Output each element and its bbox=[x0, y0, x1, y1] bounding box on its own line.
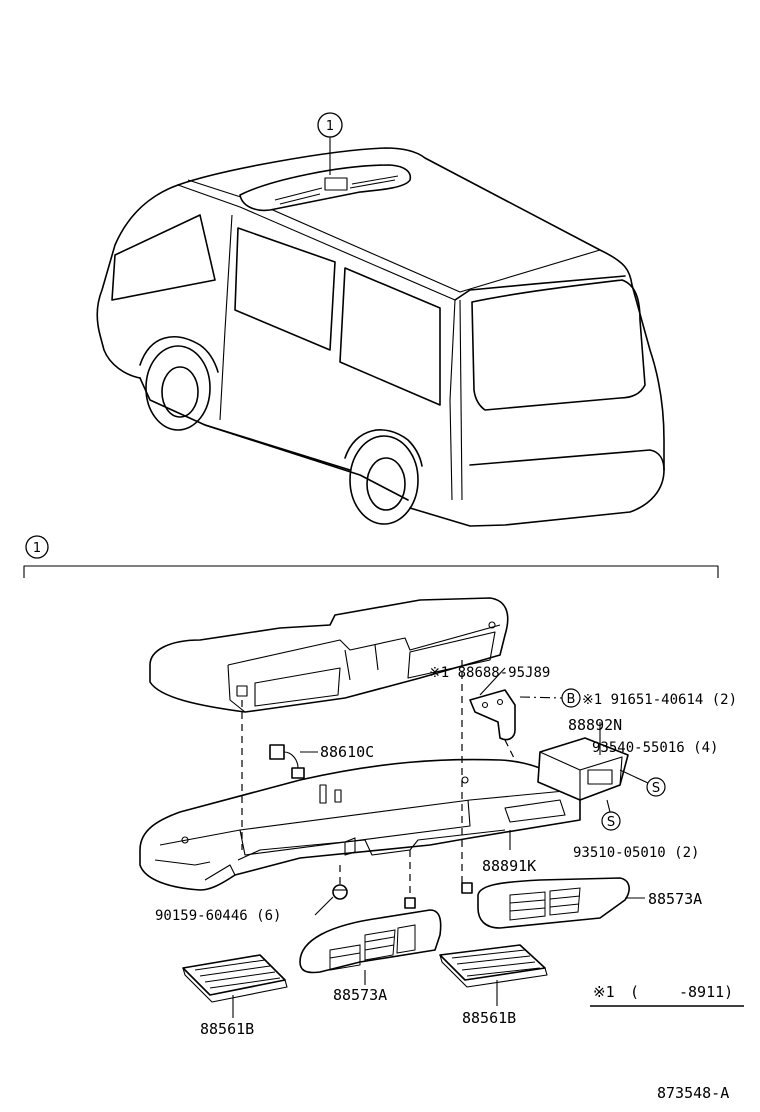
spoiler-housing bbox=[149, 597, 509, 713]
screw-90159 bbox=[332, 884, 348, 900]
lamp-88573A-left bbox=[299, 897, 442, 974]
part-label-88573A-right: 88573A bbox=[648, 890, 702, 908]
part-label-88561B-right: 88561B bbox=[462, 1009, 516, 1027]
grille-88561B-right bbox=[439, 944, 548, 988]
wire-harness-88610C bbox=[269, 744, 318, 779]
callout-ref-1-top-label: 1 bbox=[326, 119, 334, 134]
section-header: 1 bbox=[23, 535, 719, 578]
symbol-circles: B S S bbox=[561, 688, 666, 831]
lamp-88573A-right bbox=[461, 877, 630, 929]
screw-symbol-b: S bbox=[607, 815, 615, 830]
controller-88892N bbox=[537, 737, 629, 801]
part-label-88610C: 88610C bbox=[320, 743, 374, 761]
part-label-88892N: 88892N bbox=[568, 716, 622, 734]
van-illustration bbox=[96, 137, 665, 527]
bolt-symbol: B bbox=[567, 692, 576, 707]
note-open-paren: ( bbox=[630, 983, 639, 1001]
leader-lines bbox=[232, 667, 649, 1018]
note-mark: ※1 bbox=[593, 983, 615, 1001]
part-label-91651: ※1 91651-40614 (2) bbox=[582, 692, 737, 708]
assembly-lines bbox=[241, 660, 516, 898]
applicability-note: ※1 ( -8911) bbox=[590, 983, 744, 1007]
part-label-93540: 93540-55016 (4) bbox=[592, 740, 718, 756]
part-label-93510: 93510-05010 (2) bbox=[573, 845, 699, 861]
grille-88561B-left bbox=[182, 954, 288, 1003]
section-bracket bbox=[23, 565, 719, 578]
callout-ref-1-section-label: 1 bbox=[33, 541, 41, 556]
callout-ref-1-top: 1 bbox=[317, 112, 343, 138]
diagram-id: 873548-A bbox=[657, 1084, 729, 1102]
screw-symbol-a: S bbox=[652, 781, 660, 796]
note-range: -8911) bbox=[679, 983, 733, 1001]
part-labels: ※1 88688-95J89 ※1 91651-40614 (2) 88892N… bbox=[155, 665, 737, 1038]
part-label-88561B-left: 88561B bbox=[200, 1020, 254, 1038]
part-label-88891K: 88891K bbox=[482, 857, 536, 875]
bracket-88688 bbox=[469, 689, 516, 741]
part-label-88573A-left: 88573A bbox=[333, 986, 387, 1004]
part-label-90159: 90159-60446 (6) bbox=[155, 908, 281, 924]
part-label-88688: ※1 88688-95J89 bbox=[429, 665, 550, 681]
